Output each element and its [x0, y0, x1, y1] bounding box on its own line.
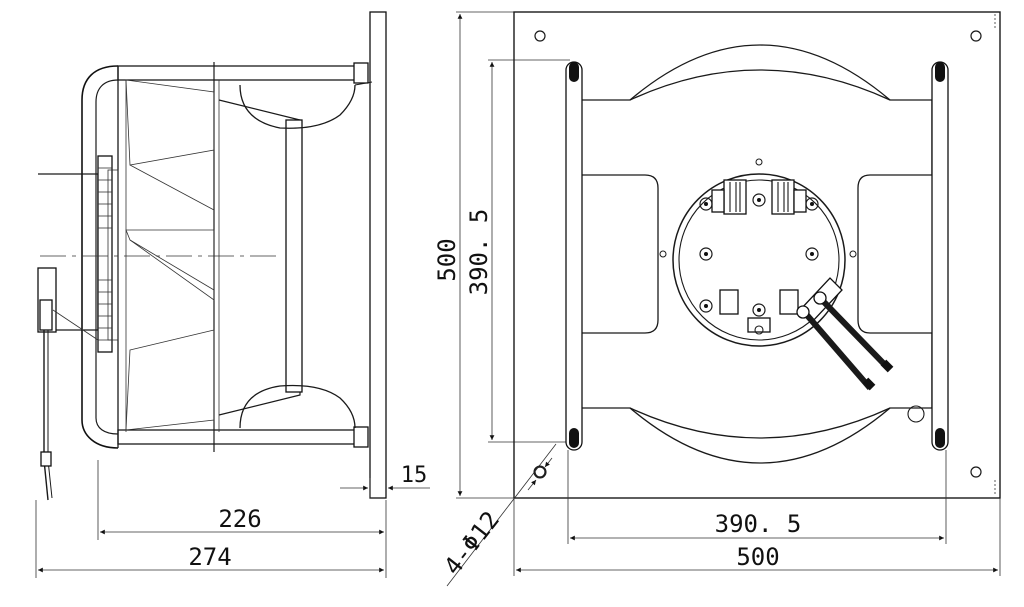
mounting-hole [534, 30, 546, 42]
motor-hub-outer [672, 173, 846, 347]
front-inlet-lobe-bottom [629, 407, 891, 464]
cable [43, 330, 49, 501]
front-rail-right [931, 61, 949, 451]
front-dimensions [446, 443, 1001, 587]
side-inlet-lobe-top [239, 84, 356, 129]
side-frame-bend [81, 65, 119, 449]
dim-500-horizontal: 500 [736, 543, 779, 571]
vertical-dimensions [456, 11, 570, 499]
dim-15: 15 [401, 463, 428, 488]
front-frame [579, 69, 933, 439]
dim-274: 274 [188, 543, 231, 571]
mounting-hole [970, 30, 982, 42]
side-top-bar [117, 65, 359, 81]
side-view [37, 11, 387, 501]
front-plate [513, 11, 1001, 499]
side-bottom-bar [117, 429, 359, 445]
dim-390-5-horizontal: 390. 5 [715, 510, 802, 538]
dim-390-5-vertical: 390. 5 [465, 209, 493, 296]
side-flange-plate [369, 11, 387, 499]
front-view [513, 11, 1001, 499]
front-inlet-lobe-top [629, 44, 891, 101]
mounting-hole [534, 466, 546, 478]
motor-hub-inner [678, 179, 840, 341]
dim-226: 226 [218, 505, 261, 533]
hub-bolts [699, 193, 819, 335]
front-rail-left [565, 61, 583, 451]
dim-holes: 4-Φ12 [438, 506, 505, 580]
front-cable [796, 277, 894, 391]
side-dimensions [35, 460, 430, 578]
cable-gland [39, 299, 53, 331]
side-inlet-lobe-bottom [239, 384, 356, 429]
mounting-hole [970, 466, 982, 478]
dim-500-vertical: 500 [433, 238, 461, 281]
hub-fins [711, 179, 807, 333]
